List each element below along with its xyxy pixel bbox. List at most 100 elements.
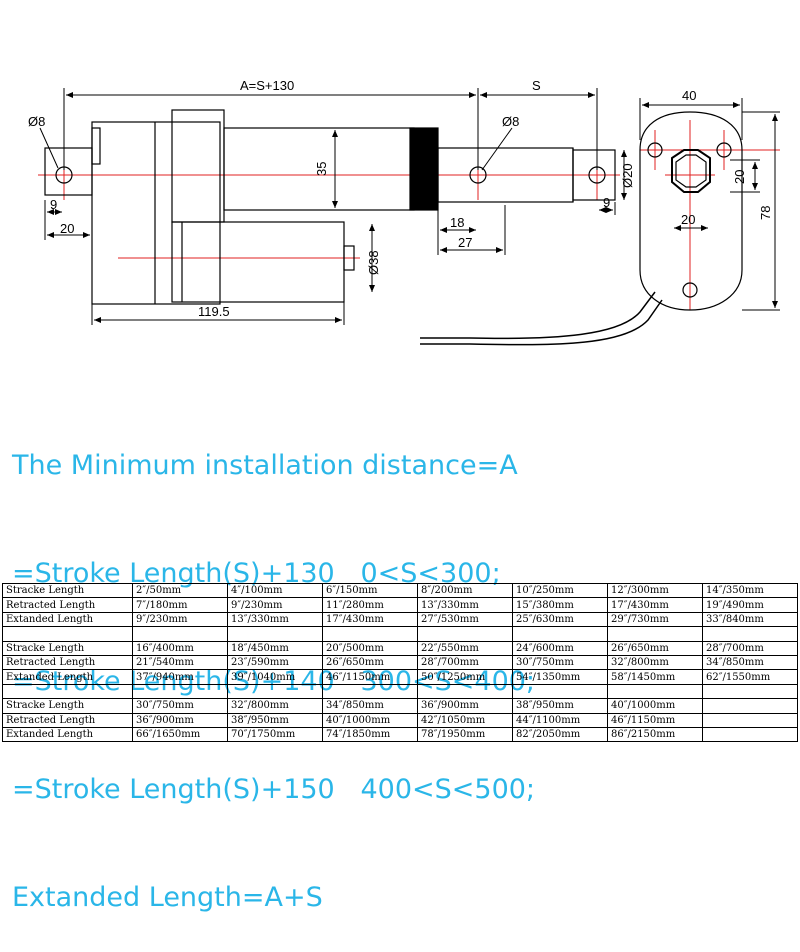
dim-9-right-label: 9	[603, 195, 610, 210]
table-cell: 28″/700mm	[702, 640, 798, 656]
table-cell: 18″/450mm	[227, 640, 323, 656]
table-cell: 7″/180mm	[132, 597, 228, 613]
table-cell	[702, 683, 798, 700]
centerlines	[38, 120, 780, 310]
table-cell: 39″/1040mm	[227, 669, 323, 685]
table-cell: 17″/430mm	[322, 611, 418, 628]
table-cell: 38″/950mm	[227, 712, 323, 728]
table-cell: 14″/350mm	[702, 582, 798, 599]
table-cell: 11″/280mm	[322, 597, 418, 613]
table-cell: 22″/550mm	[417, 640, 513, 656]
table-cell: 9″/230mm	[227, 597, 323, 613]
table-cell	[702, 698, 798, 714]
dim-20-right-label: 20	[732, 170, 747, 184]
table-cell: 86″/2150mm	[607, 726, 703, 743]
table-cell	[607, 626, 703, 642]
dim-20-bottom-label: 20	[681, 212, 695, 227]
table-cell: 30″/750mm	[132, 698, 228, 714]
table-cell: 36″/900mm	[132, 712, 228, 728]
table-cell: 34″/850mm	[322, 698, 418, 714]
dim-phi20-label: Ø20	[620, 163, 635, 188]
gearbox-body	[91, 109, 225, 305]
table-cell	[702, 726, 798, 743]
row-header-cell: Stracke Length	[2, 582, 133, 599]
dim-phi8-right-label: Ø8	[502, 114, 519, 129]
table-cell: 74″/1850mm	[322, 726, 418, 743]
table-cell: 15″/380mm	[512, 597, 608, 613]
table-cell: 32″/800mm	[607, 654, 703, 671]
row-header-cell: Retracted Length	[2, 712, 133, 728]
dim-35-label: 35	[314, 162, 329, 176]
table-cell	[417, 626, 513, 642]
row-header-cell	[2, 683, 133, 700]
row-header-cell: Stracke Length	[2, 698, 133, 714]
table-cell: 25″/630mm	[512, 611, 608, 628]
dim-119-5-label: 119.5	[198, 304, 230, 319]
table-cell	[322, 626, 418, 642]
side-view-bracket	[420, 111, 743, 346]
table-cell: 58″/1450mm	[607, 669, 703, 685]
table-cell: 36″/900mm	[417, 698, 513, 714]
table-cell: 21″/540mm	[132, 654, 228, 671]
table-cell: 23″/590mm	[227, 654, 323, 671]
table-cell	[227, 626, 323, 642]
table-cell: 33″/840mm	[702, 611, 798, 628]
dim-s-label: S	[532, 78, 541, 93]
table-cell	[227, 683, 323, 700]
row-header-cell	[2, 626, 133, 642]
table-cell: 34″/850mm	[702, 654, 798, 671]
table-cell: 66″/1650mm	[132, 726, 228, 743]
dimension-lines	[39, 88, 780, 325]
table-cell	[417, 683, 513, 700]
table-cell: 30″/750mm	[512, 654, 608, 671]
dim-40-label: 40	[682, 88, 696, 103]
table-cell	[132, 683, 228, 700]
motor	[171, 221, 355, 303]
table-cell: 10″/250mm	[512, 582, 608, 599]
row-header-cell: Stracke Length	[2, 640, 133, 656]
dim-20-left-label: 20	[60, 221, 74, 236]
table-cell	[702, 712, 798, 728]
table-cell	[702, 626, 798, 642]
dim-27-label: 27	[458, 235, 472, 250]
actuator-technical-drawing: A=S+130 S 40 Ø8 Ø8 35 Ø20 20 20 78 9 9 2…	[28, 78, 780, 346]
table-cell: 26″/650mm	[607, 640, 703, 656]
row-header-cell: Extanded Length	[2, 726, 133, 743]
table-cell: 2″/50mm	[132, 582, 228, 599]
dim-a-label: A=S+130	[240, 78, 294, 93]
table-cell: 9″/230mm	[132, 611, 228, 628]
table-cell: 44″/1100mm	[512, 712, 608, 728]
row-header-cell: Retracted Length	[2, 654, 133, 671]
table-cell: 4″/100mm	[227, 582, 323, 599]
table-row	[2, 626, 798, 642]
table-cell: 78″/1950mm	[417, 726, 513, 743]
table-cell: 28″/700mm	[417, 654, 513, 671]
table-cell: 32″/800mm	[227, 698, 323, 714]
table-cell	[132, 626, 228, 642]
table-cell: 40″/1000mm	[322, 712, 418, 728]
table-cell: 17″/430mm	[607, 597, 703, 613]
dim-78-label: 78	[758, 206, 773, 220]
table-cell: 62″/1550mm	[702, 669, 798, 685]
table-cell: 70″/1750mm	[227, 726, 323, 743]
table-cell	[512, 626, 608, 642]
table-cell: 46″/1150mm	[322, 669, 418, 685]
table-cell	[512, 683, 608, 700]
table-cell: 40″/1000mm	[607, 698, 703, 714]
table-cell: 82″/2050mm	[512, 726, 608, 743]
table-cell: 37″/940mm	[132, 669, 228, 685]
table-cell: 26″/650mm	[322, 654, 418, 671]
table-cell: 16″/400mm	[132, 640, 228, 656]
table-cell: 27″/530mm	[417, 611, 513, 628]
table-cell: 38″/950mm	[512, 698, 608, 714]
note-line: The Minimum installation distance=A	[12, 450, 518, 481]
table-cell: 20″/500mm	[322, 640, 418, 656]
